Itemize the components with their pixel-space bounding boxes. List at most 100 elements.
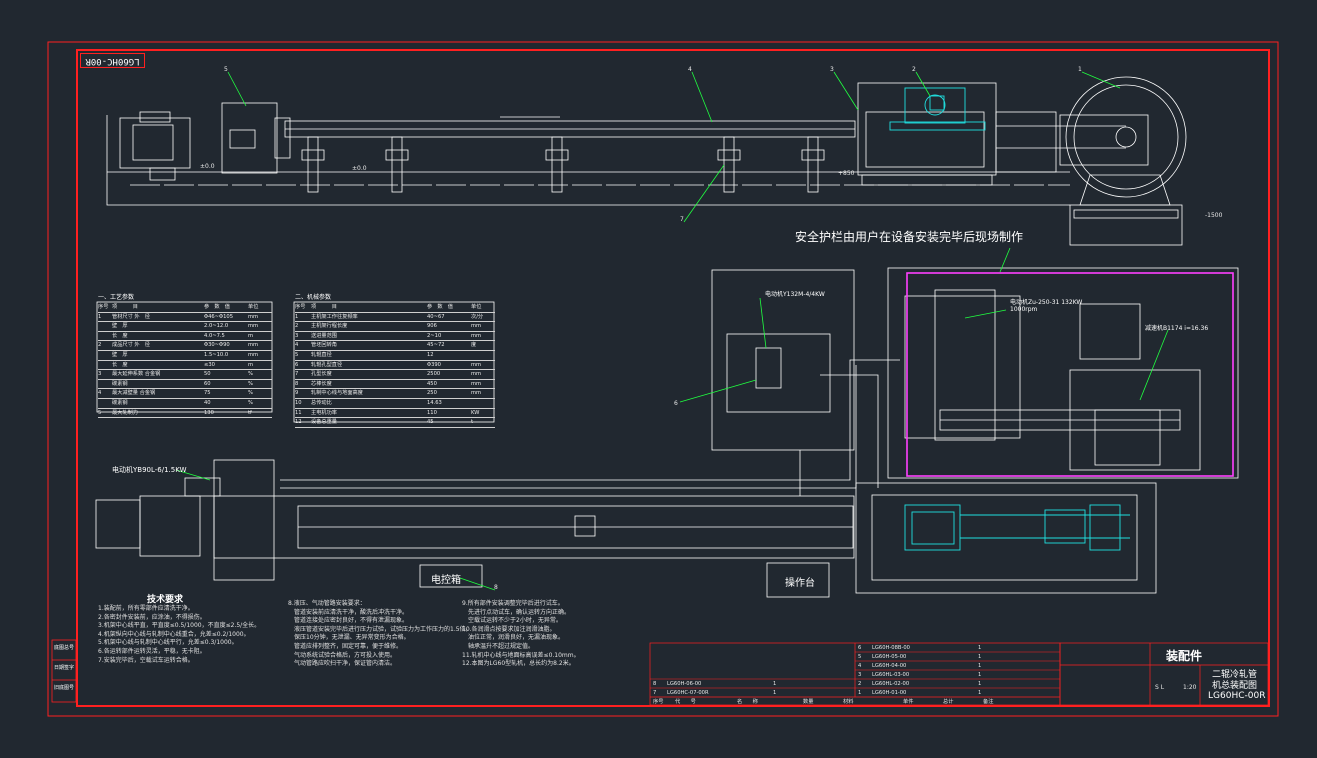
bom-cell: 1 <box>773 681 777 687</box>
bom-cell: LG60H-06-00 <box>667 681 702 687</box>
table-cell: 最大减壁量 合金钢 <box>112 390 156 397</box>
bom-cell: 1 <box>978 672 982 678</box>
bom-cell: 6 <box>858 645 862 651</box>
bom-header-cell: 材料 <box>843 699 854 705</box>
table-cell: 40~67 <box>427 313 445 320</box>
safety-guard-outline <box>906 272 1234 477</box>
table-cell: 单位 <box>248 304 259 310</box>
note-line: 轴承温升不超过规定值。 <box>462 642 535 650</box>
table-cell: 最大轧制力 <box>112 409 138 416</box>
note-line: 3.机架中心线平直，平直度≤0.5/1000，不直度≤2.5/全长。 <box>98 622 261 630</box>
table-cell: m <box>248 361 254 368</box>
console-label: 操作台 <box>785 578 815 589</box>
bom-header-cell: 总计 <box>943 699 954 705</box>
bom-header-cell: 序号 <box>653 699 664 705</box>
note-line: 先进行点动试车，确认运转方向正确。 <box>462 608 571 616</box>
note-line: 9.所有部件安装调整完毕后进行试车。 <box>462 600 564 607</box>
table-cell: 主机架工作往复频率 <box>311 313 358 320</box>
note-line: 管道应排列整齐，固定可靠，便于维修。 <box>288 642 403 650</box>
table-cell: 孔型长度 <box>311 371 332 378</box>
bom-cell: 7 <box>653 690 657 696</box>
table-cell: mm <box>248 351 259 358</box>
table-cell: 碳素钢 <box>112 380 128 387</box>
table-cell: mm <box>471 361 482 368</box>
bom-header-cell: 单件 <box>903 699 914 705</box>
table-cell: 2 <box>98 342 102 349</box>
table-cell: 5 <box>295 351 299 358</box>
table-cell: 2500 <box>427 371 441 378</box>
table-cell: 11 <box>295 409 302 416</box>
table-cell: m <box>248 332 254 339</box>
table-cell: 管材尺寸 外 径 <box>112 313 150 320</box>
drawing-frame <box>47 41 1279 717</box>
table-cell: 14.63 <box>427 399 442 406</box>
table-cell: 40 <box>204 399 211 406</box>
bom-row-lines <box>650 651 1060 689</box>
product-name-1: 二辊冷轧管 <box>1212 670 1258 680</box>
note-line: 2.各密封件安装前，应涂油，不得损伤。 <box>98 613 206 621</box>
motor-right-label: 电动机Zu-250-31 132KW 1000rpm <box>1010 299 1083 313</box>
note-line: 7.安装完毕后，空载试车运转合格。 <box>98 656 194 664</box>
table-cell: 设备总重量 <box>311 419 337 426</box>
table-cell: 主电机功率 <box>311 409 337 416</box>
table-cell: 壁 厚 <box>112 323 128 330</box>
table-cell: 3 <box>295 332 299 339</box>
table-cell: 7 <box>295 371 299 378</box>
table-cell: 45 <box>427 419 434 426</box>
table-cell: 单位 <box>471 304 482 310</box>
scale: 1:20 <box>1183 684 1197 691</box>
leader-number-8: 8 <box>494 584 498 591</box>
table-cell: 参 数 值 <box>427 304 453 310</box>
bom-cell: 4 <box>858 663 862 669</box>
table-cell: 参 数 值 <box>204 304 230 310</box>
note-line: 油位正常，润滑良好，无漏油现象。 <box>462 634 565 642</box>
assembly-label: 装配件 <box>1166 649 1203 663</box>
table-cell: 1.5~10.0 <box>204 351 229 358</box>
table-cell: 长 度 <box>112 332 128 339</box>
bom-cell: 1 <box>978 645 982 651</box>
table-cell: ≤30 <box>204 361 215 368</box>
table-header-row: 序号项 目参 数 值单位 <box>98 303 272 313</box>
table-cell: 芯棒长度 <box>311 380 332 387</box>
elevation-roll-assembly <box>889 87 986 131</box>
table-cell: 3 <box>98 371 102 378</box>
bom-cell: 1 <box>978 663 982 669</box>
table-cell: mm <box>471 380 482 387</box>
bom-cell: LG60H-05-00 <box>872 654 907 660</box>
table-cell: % <box>248 390 253 397</box>
note-line: 6.各运转部件运转灵活，平稳，无卡阻。 <box>98 647 206 655</box>
leader-number-3: 3 <box>830 66 834 73</box>
note-line: 10.各润滑点按要求加注润滑油脂。 <box>462 625 556 633</box>
table-cell: mm <box>471 371 482 378</box>
motor-top-label: 电动机Y132M-4/4KW <box>765 291 825 298</box>
leader-number-7: 7 <box>680 216 684 223</box>
table-cell: 5 <box>98 409 102 416</box>
table-cell: 总传动比 <box>311 399 332 406</box>
product-name-2: 机总装配图 <box>1212 681 1258 691</box>
table-cell: 轧制中心线与地面高度 <box>311 390 363 397</box>
leader-lines <box>175 71 1169 591</box>
table-cell: mm <box>471 323 482 330</box>
side-stamp-3: 旧底图号 <box>54 685 75 691</box>
leader-number-6: 6 <box>674 400 678 407</box>
table-cell: t <box>471 419 474 426</box>
note-line: 4.机架纵向中心线与轧制中心线重合，允差≤0.2/1000。 <box>98 630 250 638</box>
bom-cell: LG60HL-03-00 <box>872 672 910 678</box>
table-cell: 送进量范围 <box>311 332 337 339</box>
table-cell: 45~72 <box>427 342 445 349</box>
plan-roll-assembly <box>904 504 1130 551</box>
